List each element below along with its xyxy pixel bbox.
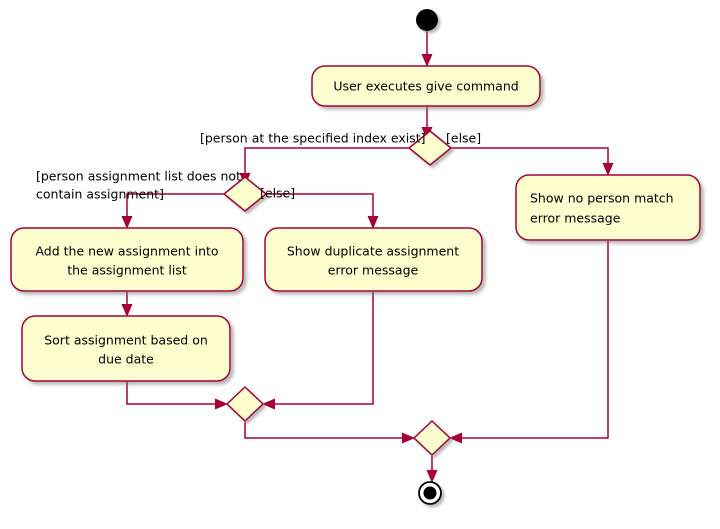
end-node: [418, 481, 442, 505]
activity-add-line-2: the assignment list: [67, 263, 187, 278]
edge-person-exist-else-to-no-person-error: [451, 147, 614, 176]
activity-sort-line-2: due date: [98, 352, 154, 367]
edge-add-to-sort: [121, 291, 133, 317]
activity-no-person-error-line-2: error message: [530, 211, 621, 226]
edge-no-person-error-to-merge-outer: [449, 240, 609, 444]
activity-sort-line-1: Sort assignment based on: [44, 333, 208, 348]
merge-node-inner: [225, 385, 265, 423]
edge-merge-inner-to-merge-outer: [244, 422, 415, 444]
activity-duplicate-error-message[interactable]: Show duplicate assignment error message: [264, 227, 483, 292]
activity-user-executes-give-command[interactable]: User executes give command: [311, 65, 541, 107]
guard-list-not-contain-else: [else]: [260, 186, 295, 201]
edge-start-to-give: [421, 31, 433, 67]
activity-add-line-1: Add the new assignment into: [35, 244, 218, 259]
edge-duplicate-else-to-duplicate-error: [263, 193, 379, 229]
edge-merge-outer-to-end: [426, 456, 438, 483]
guard-person-exist: [person at the specified index exist]: [200, 131, 425, 146]
activity-give-label: User executes give command: [333, 79, 518, 94]
edge-person-exist-to-decision-duplicate: [239, 147, 409, 186]
activity-no-person-error-line-1: Show no person match: [530, 191, 674, 206]
start-node: [416, 9, 438, 31]
activity-duplicate-error-line-2: error message: [328, 263, 419, 278]
guard-person-exist-else: [else]: [446, 131, 481, 146]
edge-sort-to-merge-inner: [126, 381, 228, 410]
activity-no-person-match-error-message[interactable]: Show no person match error message: [515, 174, 701, 241]
activity-add-assignment[interactable]: Add the new assignment into the assignme…: [10, 227, 244, 292]
edge-duplicate-to-add-assignment: [121, 193, 227, 229]
guard-list-not-contain-line-1: [person assignment list does not: [36, 169, 241, 184]
merge-node-outer: [412, 419, 452, 457]
edge-duplicate-error-to-merge-inner: [262, 291, 374, 410]
guard-list-not-contain-line-2: contain assignment]: [36, 187, 164, 202]
decision-person-exists[interactable]: [407, 130, 453, 166]
activity-duplicate-error-line-1: Show duplicate assignment: [287, 244, 459, 259]
decision-assignment-duplicate[interactable]: [222, 176, 268, 212]
activity-sort-assignment[interactable]: Sort assignment based on due date: [21, 315, 231, 382]
